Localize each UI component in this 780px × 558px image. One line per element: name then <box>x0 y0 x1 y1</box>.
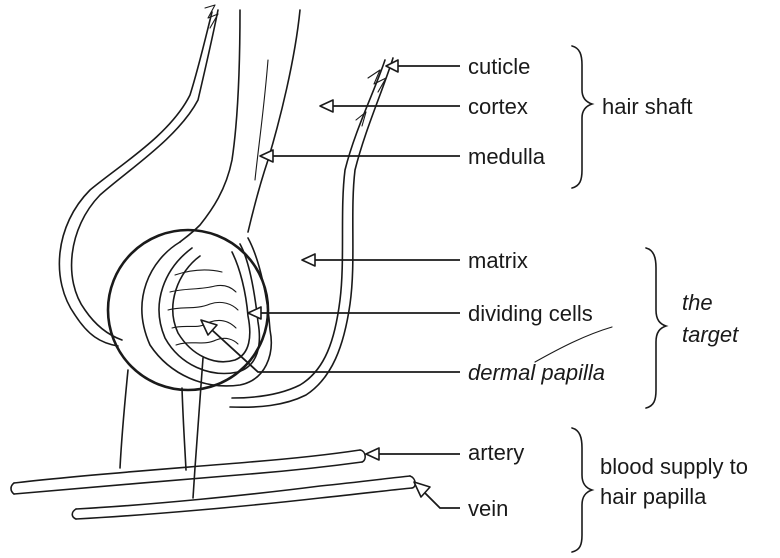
blood-supply-brace <box>572 428 592 552</box>
dermal-papilla-leader <box>535 327 612 362</box>
dividing-cells-label: dividing cells <box>468 301 593 326</box>
dermal-papilla-label: dermal papilla <box>468 360 605 385</box>
medulla-label: medulla <box>468 144 545 169</box>
blood-supply-group-label-line2: hair papilla <box>600 484 706 509</box>
hair-shaft-group-label: hair shaft <box>602 94 693 119</box>
matrix-label: matrix <box>468 248 528 273</box>
cuticle-arrow <box>386 60 460 72</box>
dividing-cells-arrow <box>248 307 460 319</box>
hair-shaft-brace <box>572 46 592 188</box>
cortex-label: cortex <box>468 94 528 119</box>
vein-label: vein <box>468 496 508 521</box>
cuticle-label: cuticle <box>468 54 530 79</box>
the-target-group-label-line1: the <box>682 290 713 315</box>
the-target-group-label-line2: target <box>682 322 738 347</box>
cortex-arrow <box>320 100 460 112</box>
matrix-arrow <box>302 254 460 266</box>
follicle-outline <box>59 5 393 498</box>
artery-arrow <box>366 448 460 460</box>
blood-supply-group-label-line1: blood supply to <box>600 454 748 479</box>
vein-vessel <box>72 476 415 519</box>
target-circle <box>108 230 268 390</box>
vein-arrow <box>414 482 460 508</box>
the-target-brace <box>646 248 666 408</box>
artery-label: artery <box>468 440 524 465</box>
